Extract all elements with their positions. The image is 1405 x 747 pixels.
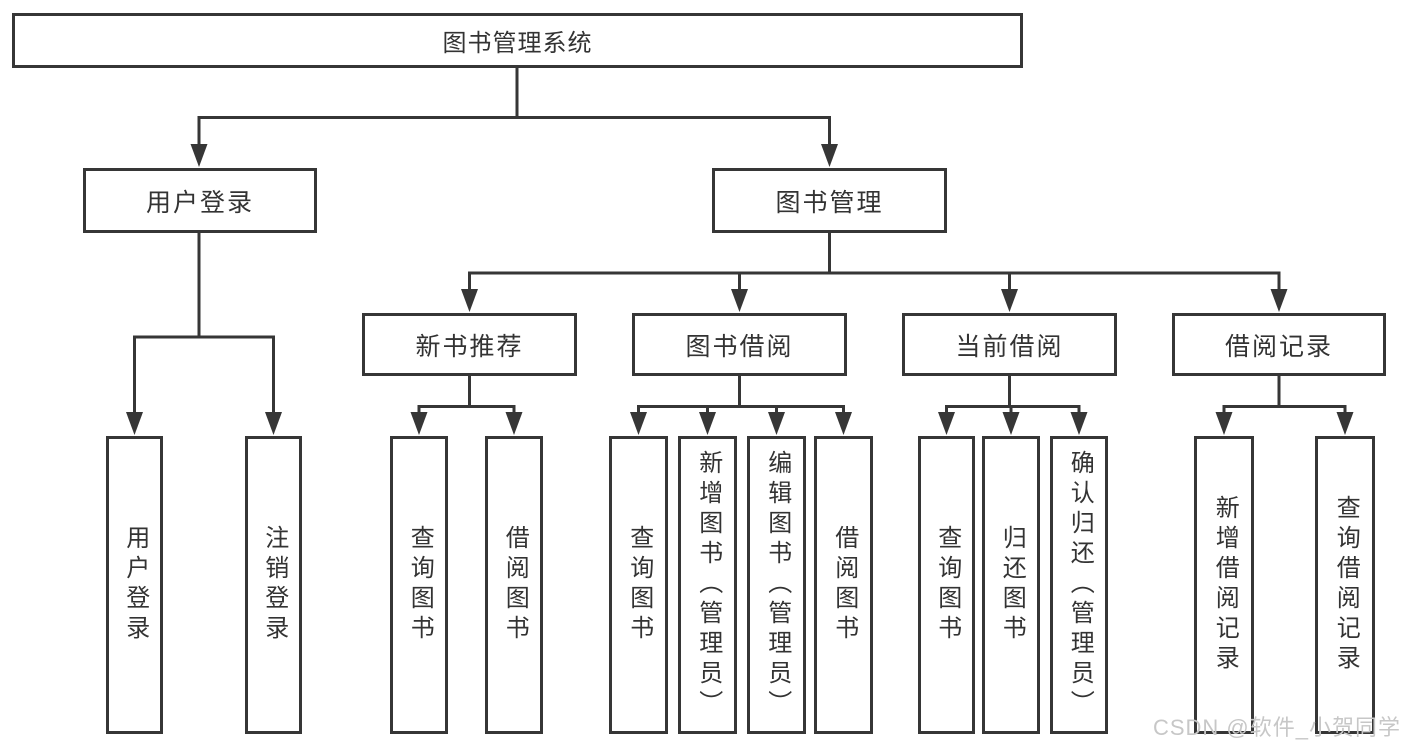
node-label: 借阅图书 xyxy=(830,525,858,645)
node-label: 新增借阅记录 xyxy=(1211,495,1239,675)
node-label: 用户登录 xyxy=(145,188,254,217)
node-leaf-recommend-borrow-books: 借阅图书 xyxy=(485,436,543,734)
node-user-login: 用户登录 xyxy=(83,168,317,233)
node-leaf-borrowing-add-books-admin: 新增图书（管理员） xyxy=(678,436,737,734)
node-new-book-recommend: 新书推荐 xyxy=(362,313,577,376)
node-leaf-user-login: 用户登录 xyxy=(106,436,163,734)
node-label: 查询图书 xyxy=(625,525,653,645)
node-leaf-records-add-borrow-record: 新增借阅记录 xyxy=(1194,436,1254,734)
node-borrowing-records: 借阅记录 xyxy=(1172,313,1386,376)
node-label: 注销登录 xyxy=(260,525,288,645)
node-leaf-borrowing-query-books: 查询图书 xyxy=(609,436,668,734)
node-label: 图书管理系统 xyxy=(442,30,593,57)
node-label: 确认归还（管理员） xyxy=(1066,450,1094,720)
connector-borrowing-records xyxy=(1222,376,1347,418)
arrowheads xyxy=(126,144,1354,435)
connector-user-login xyxy=(133,233,275,418)
node-label: 用户登录 xyxy=(121,525,149,645)
node-label: 归还图书 xyxy=(998,525,1026,645)
node-label: 图书管理 xyxy=(775,188,884,217)
node-label: 查询图书 xyxy=(933,525,961,645)
node-leaf-logout: 注销登录 xyxy=(245,436,302,734)
node-label: 查询图书 xyxy=(406,525,434,645)
node-label: 新书推荐 xyxy=(415,332,524,361)
connector-current-borrowing xyxy=(945,376,1081,418)
node-leaf-records-query-borrow-record: 查询借阅记录 xyxy=(1315,436,1375,734)
node-leaf-current-query-books: 查询图书 xyxy=(918,436,975,734)
node-label: 借阅图书 xyxy=(501,525,529,645)
node-book-borrowing: 图书借阅 xyxy=(632,313,847,376)
connector-book-borrowing xyxy=(637,376,845,418)
node-label: 图书借阅 xyxy=(685,332,794,361)
connector-root xyxy=(197,68,831,146)
csdn-watermark: CSDN @软件_小贺同学 xyxy=(1152,715,1401,740)
node-label: 当前借阅 xyxy=(955,332,1064,361)
connector-new-book-recommend xyxy=(417,376,516,418)
node-leaf-current-confirm-return-admin: 确认归还（管理员） xyxy=(1050,436,1108,734)
node-leaf-borrowing-borrow-books: 借阅图书 xyxy=(814,436,873,734)
node-label: 编辑图书（管理员） xyxy=(763,450,791,720)
node-current-borrowing: 当前借阅 xyxy=(902,313,1117,376)
node-book-management: 图书管理 xyxy=(712,168,947,233)
node-label: 新增图书（管理员） xyxy=(694,450,722,720)
node-label: 查询借阅记录 xyxy=(1332,495,1360,675)
node-leaf-recommend-query-books: 查询图书 xyxy=(390,436,448,734)
node-label: 借阅记录 xyxy=(1224,332,1333,361)
node-leaf-borrowing-edit-books-admin: 编辑图书（管理员） xyxy=(747,436,806,734)
node-leaf-current-return-books: 归还图书 xyxy=(982,436,1040,734)
connector-book-management xyxy=(468,233,1281,293)
node-library-management-system: 图书管理系统 xyxy=(12,13,1023,68)
